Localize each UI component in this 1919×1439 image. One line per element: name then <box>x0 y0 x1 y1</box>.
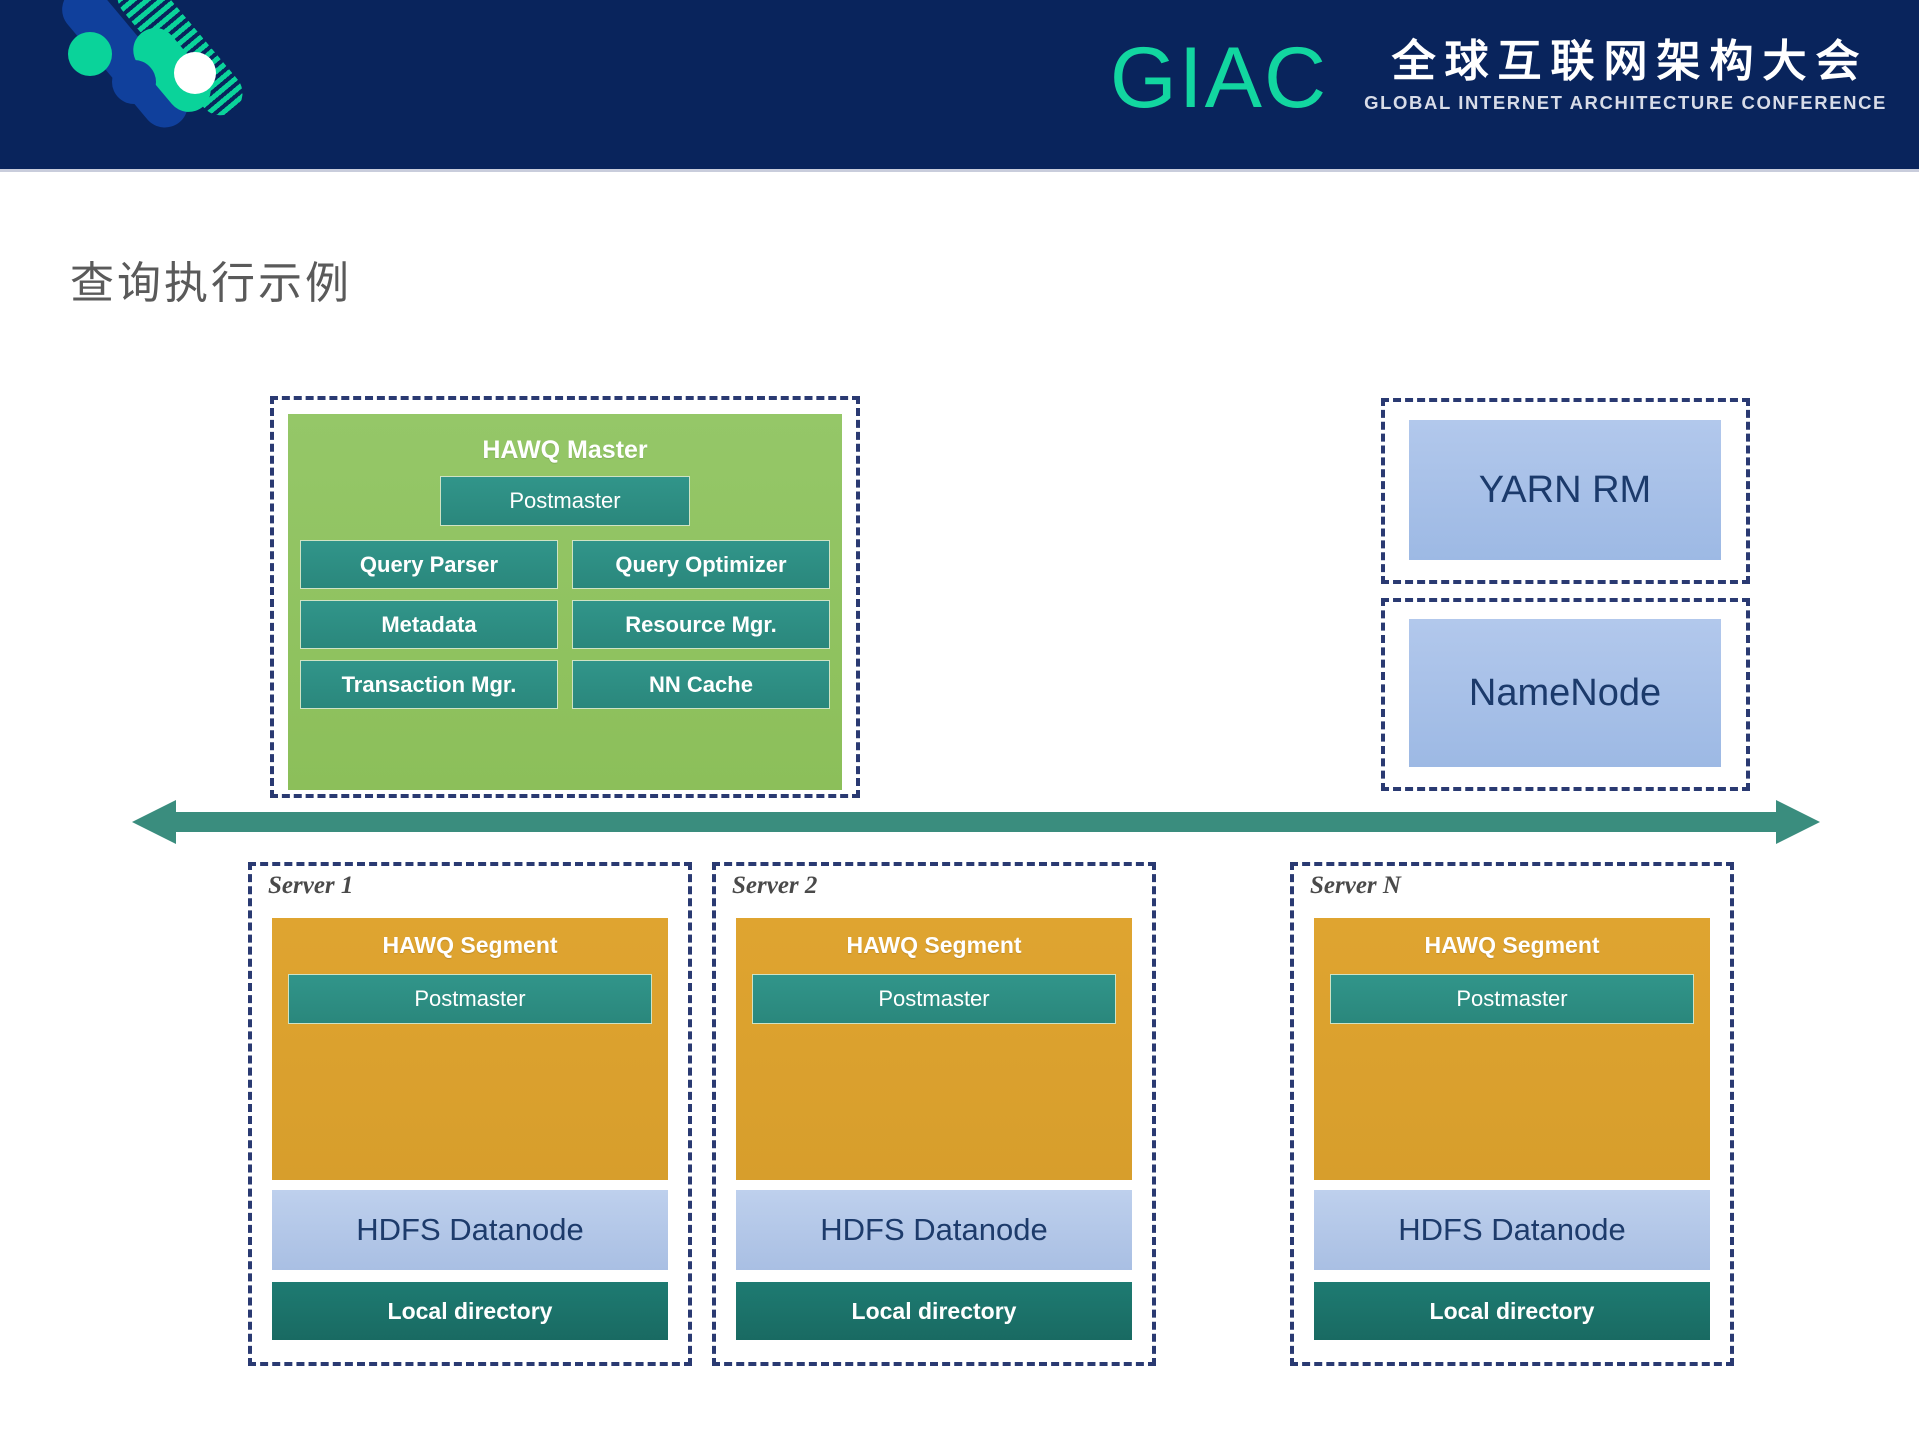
server-1-label: Server 1 <box>268 872 354 899</box>
master-group-boundary <box>270 396 860 798</box>
server-2-segment-title: HAWQ Segment <box>846 932 1022 958</box>
server-n-postmaster-chip[interactable]: Postmaster <box>1330 974 1694 1024</box>
namenode-boundary <box>1381 598 1750 791</box>
namenode-node[interactable]: NameNode <box>1409 619 1721 767</box>
yarn-rm-node[interactable]: YARN RM <box>1409 420 1721 560</box>
page-title: 查询执行示例 <box>70 258 352 309</box>
master-module-resource-mgr[interactable]: Resource Mgr. <box>572 600 830 649</box>
hawq-master-title: HAWQ Master <box>482 436 648 464</box>
hawq-master-panel[interactable]: HAWQ Master Postmaster Query Parser Meta… <box>288 414 842 790</box>
server-n-hdfs-datanode[interactable]: HDFS Datanode <box>1314 1190 1710 1270</box>
server-1-hdfs-datanode[interactable]: HDFS Datanode <box>272 1190 668 1270</box>
server-2-postmaster-chip[interactable]: Postmaster <box>752 974 1116 1024</box>
giac-brand: GIAC 全球互联网架构大会 GLOBAL INTERNET ARCHITECT… <box>1110 18 1887 138</box>
server-1-boundary <box>248 862 692 1366</box>
logo-dot-blue-icon <box>112 60 156 104</box>
server-1-local-directory[interactable]: Local directory <box>272 1282 668 1340</box>
giac-wordmark: GIAC <box>1109 30 1329 126</box>
giac-brand-english: GLOBAL INTERNET ARCHITECTURE CONFERENCE <box>1364 92 1887 114</box>
server-n-boundary <box>1290 862 1734 1366</box>
page-header: GIAC 全球互联网架构大会 GLOBAL INTERNET ARCHITECT… <box>0 0 1919 172</box>
logo-dot-white-icon <box>174 52 216 94</box>
master-module-metadata[interactable]: Metadata <box>300 600 558 649</box>
master-postmaster-chip[interactable]: Postmaster <box>440 476 690 526</box>
giac-brand-text: 全球互联网架构大会 GLOBAL INTERNET ARCHITECTURE C… <box>1364 38 1887 119</box>
giac-brand-chinese: 全球互联网架构大会 <box>1391 35 1869 87</box>
master-module-query-parser[interactable]: Query Parser <box>300 540 558 589</box>
server-n-label: Server N <box>1310 872 1401 899</box>
server-2-hdfs-datanode[interactable]: HDFS Datanode <box>736 1190 1132 1270</box>
master-module-nn-cache[interactable]: NN Cache <box>572 660 830 709</box>
server-n-segment-title: HAWQ Segment <box>1424 932 1600 958</box>
server-1-segment-title: HAWQ Segment <box>382 932 558 958</box>
server-n-hawq-segment[interactable]: HAWQ Segment Postmaster <box>1314 918 1710 1180</box>
yarn-rm-boundary <box>1381 398 1750 584</box>
server-n-local-directory[interactable]: Local directory <box>1314 1282 1710 1340</box>
server-2-label: Server 2 <box>732 872 818 899</box>
master-module-transaction-mgr[interactable]: Transaction Mgr. <box>300 660 558 709</box>
server-2-boundary <box>712 862 1156 1366</box>
server-2-local-directory[interactable]: Local directory <box>736 1282 1132 1340</box>
server-1-postmaster-chip[interactable]: Postmaster <box>288 974 652 1024</box>
master-module-query-optimizer[interactable]: Query Optimizer <box>572 540 830 589</box>
logo-dot-green-icon <box>68 32 112 76</box>
giac-logo-mark <box>40 0 290 170</box>
network-bus-arrow <box>132 798 1820 846</box>
server-1-hawq-segment[interactable]: HAWQ Segment Postmaster <box>272 918 668 1180</box>
server-2-hawq-segment[interactable]: HAWQ Segment Postmaster <box>736 918 1132 1180</box>
